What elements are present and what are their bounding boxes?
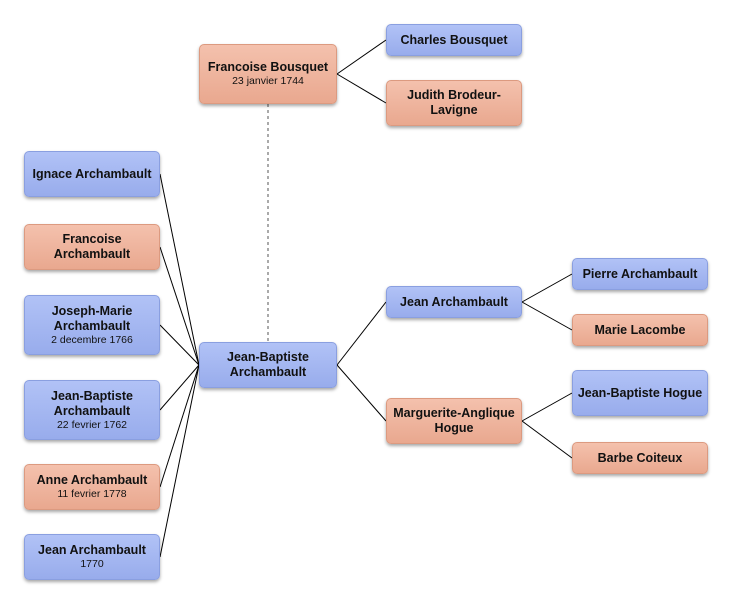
person-name: Jean-Baptiste Archambault — [227, 350, 309, 379]
person-name: Judith Brodeur-Lavigne — [407, 88, 501, 117]
person-name: Pierre Archambault — [582, 266, 698, 281]
person-name: Ignace Archambault — [32, 166, 152, 181]
person-name: Marie Lacombe — [594, 322, 686, 337]
person-name: Charles Bousquet — [400, 32, 508, 47]
person-node-charles-bousquet[interactable]: Charles Bousquet — [386, 24, 522, 56]
person-node-jean-baptiste-archambault[interactable]: Jean-Baptiste Archambault — [199, 342, 337, 388]
person-name: Anne Archambault — [36, 473, 148, 487]
connector-line — [159, 246, 200, 366]
person-date: 23 janvier 1744 — [232, 75, 304, 87]
person-date: 1770 — [80, 558, 104, 570]
connector-line — [159, 364, 200, 558]
connector-line — [521, 420, 573, 459]
connector-line — [336, 364, 387, 422]
person-date: 22 fevrier 1762 — [56, 418, 128, 431]
person-node-jean-baptiste-archambault-child[interactable]: Jean-Baptiste Archambault 22 fevrier 176… — [24, 380, 160, 440]
connector-line — [521, 392, 573, 422]
person-date: 2 decembre 1766 — [51, 333, 133, 346]
person-node-francoise-archambault[interactable]: Francoise Archambault — [24, 224, 160, 270]
person-name: Marguerite-Anglique Hogue — [393, 406, 515, 435]
person-node-marguerite-anglique-hogue[interactable]: Marguerite-Anglique Hogue — [386, 398, 522, 444]
person-node-francoise-bousquet[interactable]: Francoise Bousquet 23 janvier 1744 — [199, 44, 337, 104]
person-node-ignace-archambault[interactable]: Ignace Archambault — [24, 151, 160, 197]
person-node-anne-archambault[interactable]: Anne Archambault 11 fevrier 1778 — [24, 464, 160, 510]
connector-line — [159, 364, 200, 488]
connector-line — [521, 301, 573, 331]
connector-line — [159, 324, 200, 366]
person-node-marie-lacombe[interactable]: Marie Lacombe — [572, 314, 708, 346]
person-name: Jean Archambault — [38, 543, 146, 557]
connector-line — [159, 364, 200, 411]
person-name: Francoise Bousquet — [207, 60, 329, 74]
person-name: Barbe Coiteux — [597, 450, 683, 465]
person-date: 11 fevrier 1778 — [57, 488, 127, 500]
person-name: Jean-Baptiste Archambault — [51, 388, 133, 418]
connector-line — [521, 273, 573, 303]
person-node-jean-archambault-child[interactable]: Jean Archambault 1770 — [24, 534, 160, 580]
connector-line — [336, 39, 387, 75]
person-node-judith-brodeur-lavigne[interactable]: Judith Brodeur-Lavigne — [386, 80, 522, 126]
person-node-jean-baptiste-hogue[interactable]: Jean-Baptiste Hogue — [572, 370, 708, 416]
person-node-jean-archambault[interactable]: Jean Archambault — [386, 286, 522, 318]
person-name: Jean-Baptiste Hogue — [577, 385, 703, 400]
person-name: Jean Archambault — [400, 294, 508, 309]
connector-line — [159, 173, 200, 366]
person-node-barbe-coiteux[interactable]: Barbe Coiteux — [572, 442, 708, 474]
person-name: Joseph-Marie Archambault — [51, 303, 133, 333]
person-node-pierre-archambault[interactable]: Pierre Archambault — [572, 258, 708, 290]
connector-line — [336, 73, 387, 104]
person-node-joseph-marie-archambault[interactable]: Joseph-Marie Archambault 2 decembre 1766 — [24, 295, 160, 355]
person-name: Francoise Archambault — [53, 232, 131, 261]
connector-line — [336, 301, 387, 366]
